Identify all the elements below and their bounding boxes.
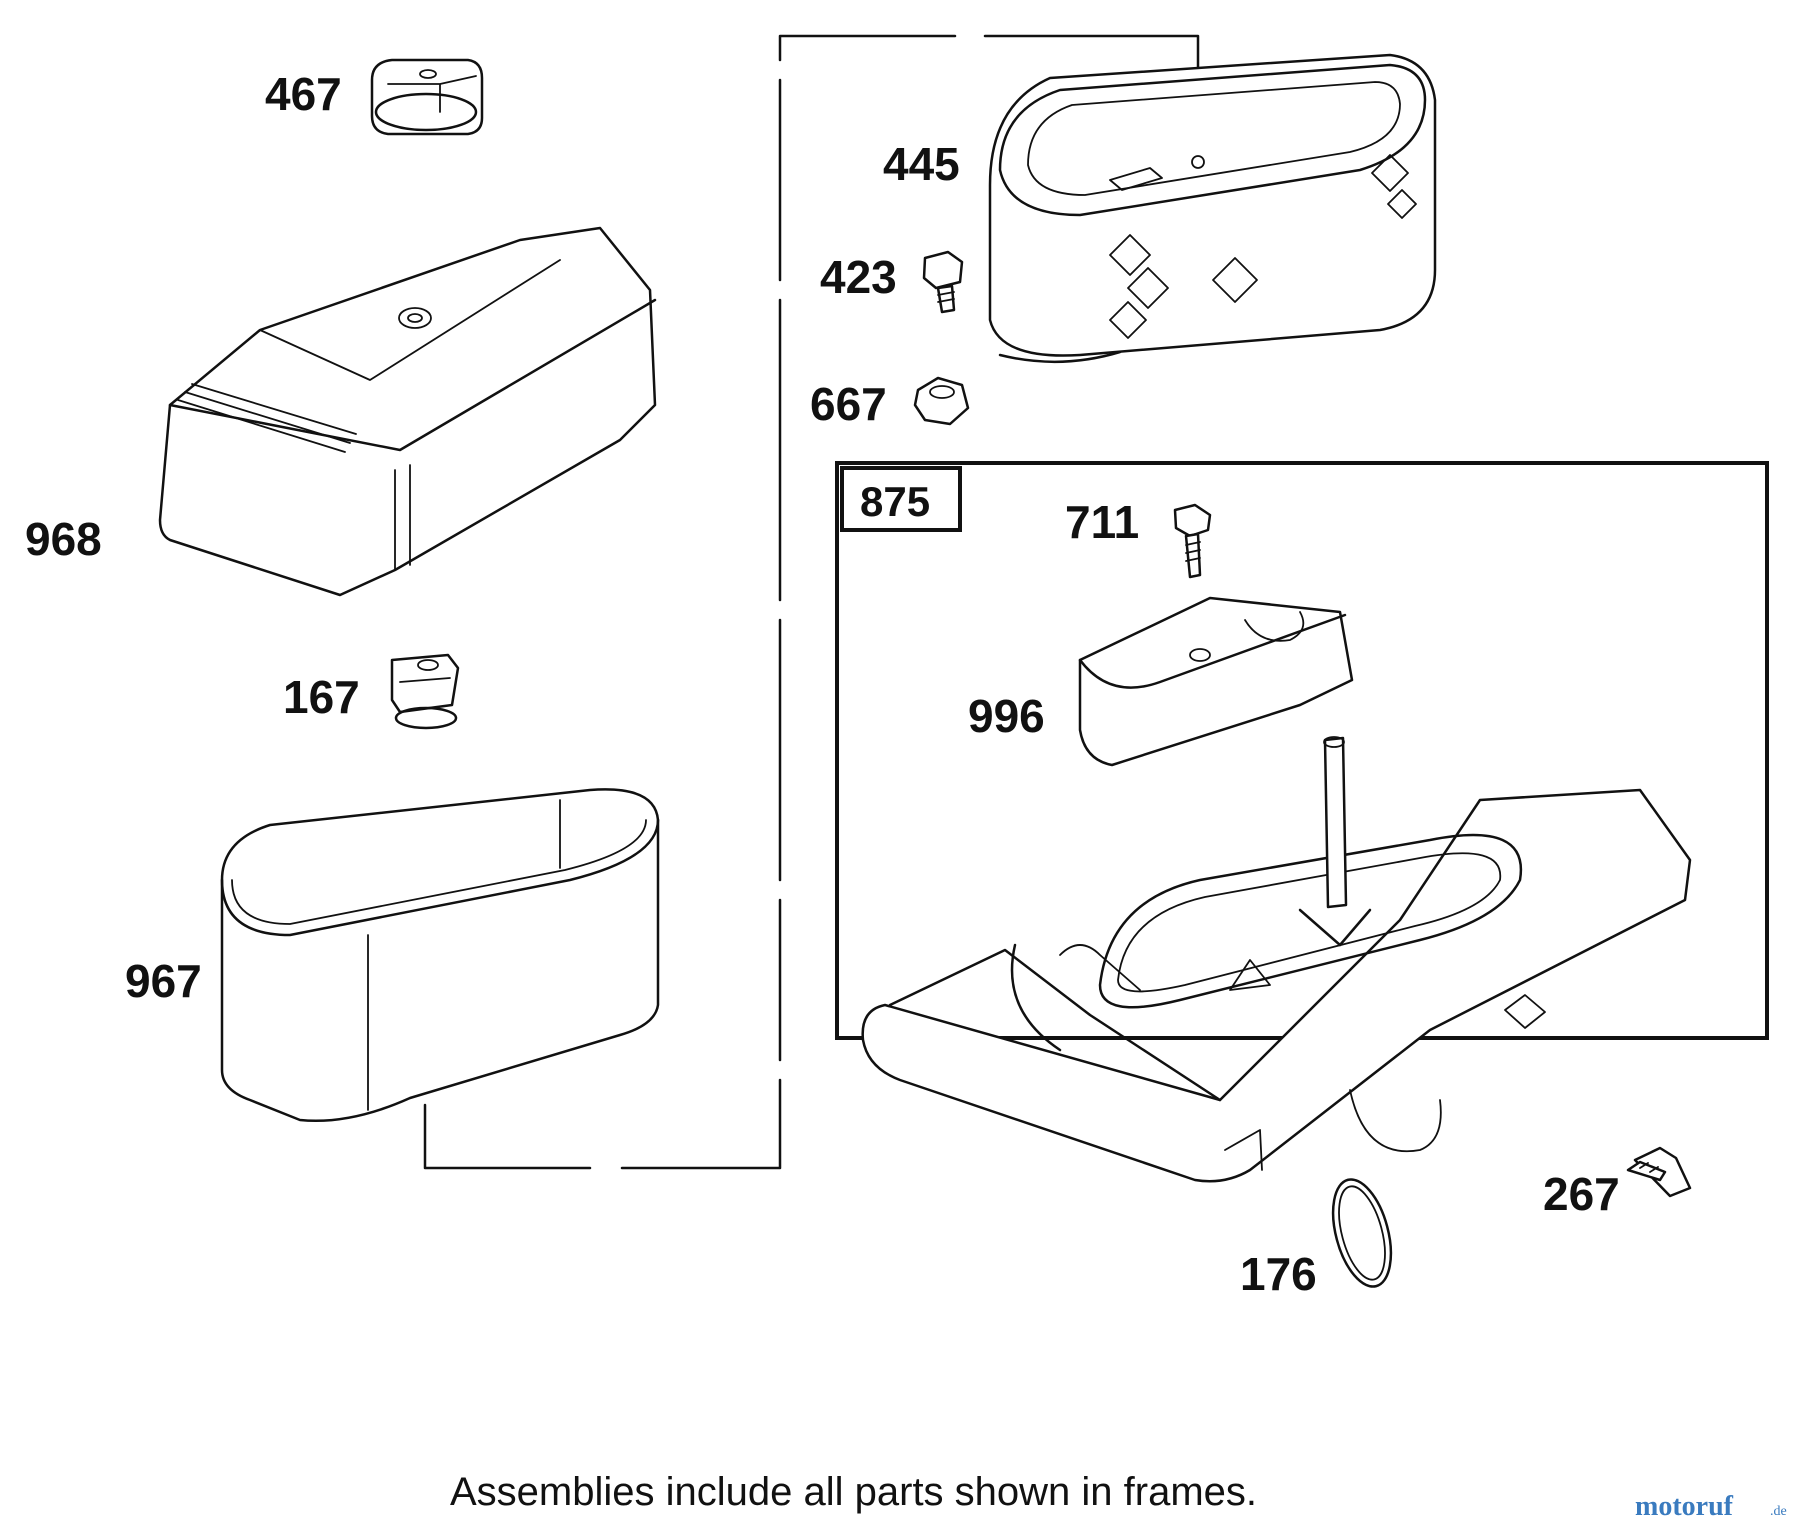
assembly-label: 875 (860, 478, 930, 525)
part-label-996: 996 (968, 690, 1045, 742)
air-cleaner-cover-icon (158, 226, 657, 597)
screw-icon (922, 250, 964, 314)
part-label-445: 445 (883, 138, 960, 190)
assembly-frame (835, 461, 1769, 1040)
caption: Assemblies include all parts shown in fr… (450, 1470, 1257, 1514)
watermark-suffix: .de (1770, 1504, 1787, 1519)
watermark-text: motoruf (1635, 1491, 1734, 1522)
pre-cleaner-icon (220, 788, 660, 1123)
assembly-label-box (840, 466, 962, 532)
air-cleaner-base-icon (861, 736, 1692, 1183)
part-label-467: 467 (265, 68, 342, 120)
watermark-logo: motoruf .de (1635, 1491, 1787, 1522)
air-filter-cartridge-icon (988, 53, 1437, 364)
o-ring-icon (1331, 1178, 1393, 1288)
screw-icon (1173, 503, 1212, 579)
nut-icon (913, 376, 970, 426)
part-label-667: 667 (810, 378, 887, 430)
part-label-967: 967 (125, 955, 202, 1007)
grommet-icon (390, 653, 460, 730)
part-label-176: 176 (1240, 1248, 1317, 1300)
part-label-167: 167 (283, 671, 360, 723)
assembly-connector-line (423, 34, 1200, 1170)
knob-nut-icon (370, 58, 484, 136)
part-label-711: 711 (1065, 496, 1139, 548)
cover-plate-icon (1078, 596, 1354, 767)
screw-icon (1626, 1146, 1692, 1198)
part-label-423: 423 (820, 251, 897, 303)
part-label-968: 968 (25, 513, 102, 565)
part-label-267: 267 (1543, 1168, 1620, 1220)
